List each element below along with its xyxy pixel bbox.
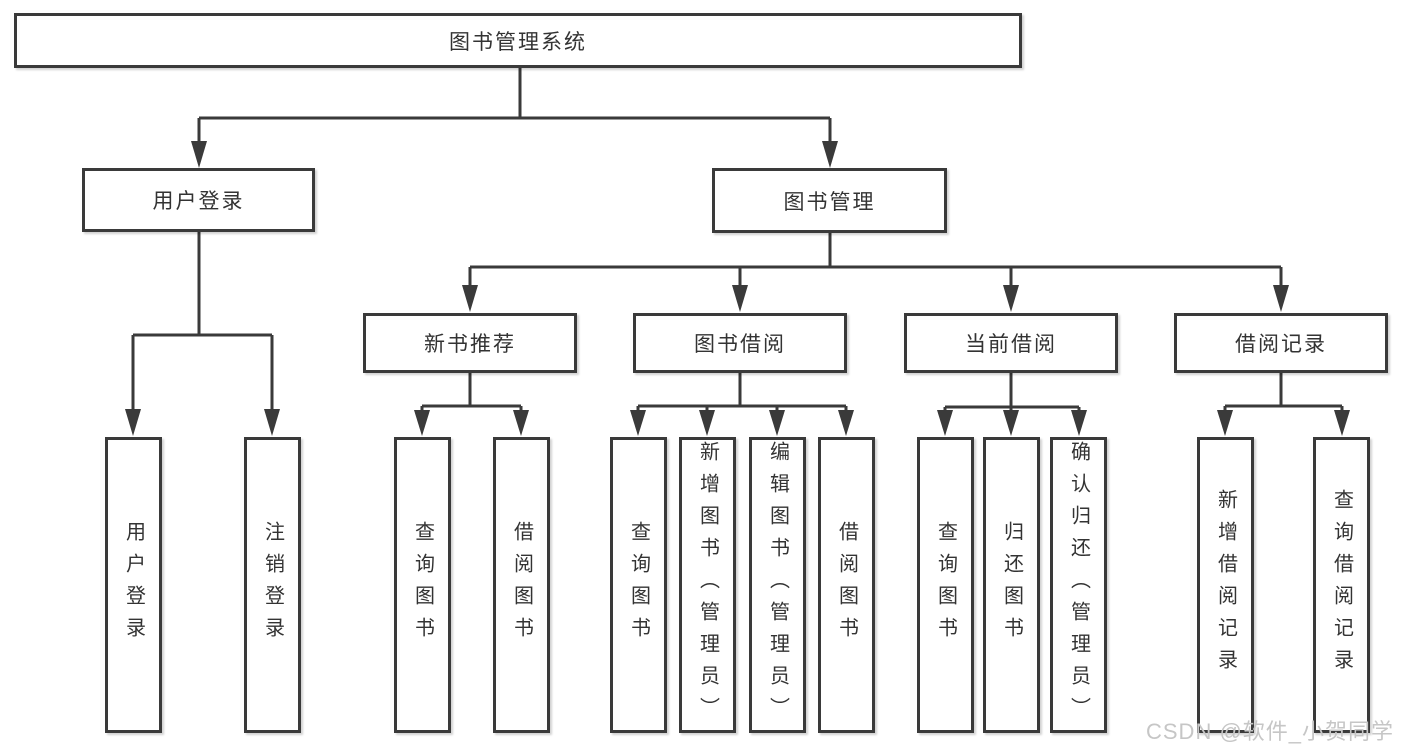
node-label: 当前借阅: [965, 333, 1057, 356]
node-label: 借阅图书: [510, 521, 533, 649]
node-label: 编辑图书（管理员）: [766, 441, 789, 729]
leaf-borrow-book: 借阅图书: [818, 437, 875, 733]
arrowhead-icons: [125, 141, 1350, 436]
node-label: 确认归还（管理员）: [1067, 441, 1090, 729]
node-borrow-record: 借阅记录: [1174, 313, 1388, 373]
node-root-library-system: 图书管理系统: [14, 13, 1022, 68]
node-label: 归还图书: [1000, 521, 1023, 649]
node-label: 用户登录: [122, 521, 145, 649]
node-label: 借阅记录: [1235, 333, 1327, 356]
node-label: 新书推荐: [424, 333, 516, 356]
node-label: 查询图书: [934, 521, 957, 649]
node-label: 新增借阅记录: [1214, 489, 1237, 681]
node-label: 查询借阅记录: [1330, 489, 1353, 681]
node-label: 图书借阅: [694, 333, 786, 356]
node-label: 图书管理: [783, 190, 876, 214]
leaf-query-book-current: 查询图书: [917, 437, 974, 733]
node-label: 查询图书: [411, 521, 434, 649]
node-label: 注销登录: [261, 521, 284, 649]
leaf-add-borrow-record: 新增借阅记录: [1197, 437, 1254, 733]
leaf-borrow-book-recommend: 借阅图书: [493, 437, 550, 733]
node-label: 新增图书（管理员）: [696, 441, 719, 729]
leaf-edit-book-admin: 编辑图书（管理员）: [749, 437, 806, 733]
node-user-login: 用户登录: [82, 168, 315, 232]
watermark: CSDN @软件_小贺同学: [1146, 719, 1395, 744]
leaf-confirm-return-admin: 确认归还（管理员）: [1050, 437, 1107, 733]
node-label: 用户登录: [152, 190, 245, 213]
node-label: 查询图书: [627, 521, 650, 649]
leaf-query-book-borrow: 查询图书: [610, 437, 667, 733]
leaf-add-book-admin: 新增图书（管理员）: [679, 437, 736, 733]
node-book-management: 图书管理: [712, 168, 947, 233]
leaf-user-login: 用户登录: [105, 437, 162, 733]
node-book-borrow: 图书借阅: [633, 313, 847, 373]
node-label: 借阅图书: [835, 521, 858, 649]
node-current-borrow: 当前借阅: [904, 313, 1118, 373]
node-new-book-recommend: 新书推荐: [363, 313, 577, 373]
node-label: 图书管理系统: [449, 30, 587, 54]
leaf-logout: 注销登录: [244, 437, 301, 733]
leaf-query-borrow-record: 查询借阅记录: [1313, 437, 1370, 733]
leaf-query-book-recommend: 查询图书: [394, 437, 451, 733]
leaf-return-book: 归还图书: [983, 437, 1040, 733]
